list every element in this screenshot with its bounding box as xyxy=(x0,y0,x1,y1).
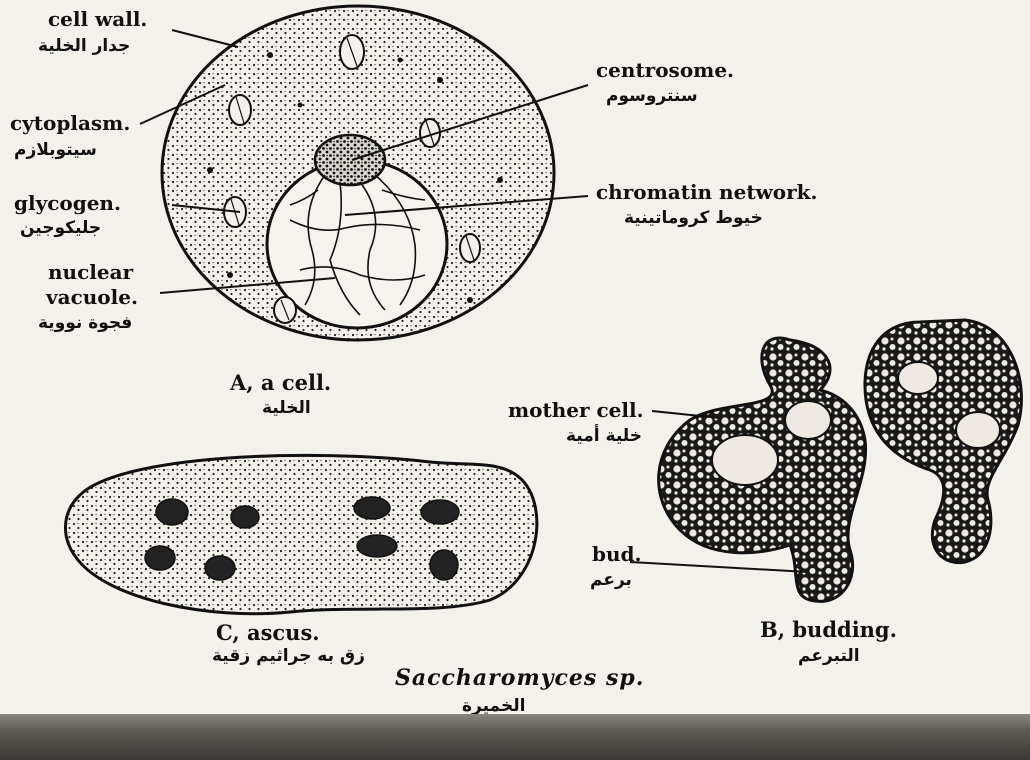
label-mother-cell-ar: خلية أمية xyxy=(566,426,642,446)
figure-title: Saccharomyces sp. xyxy=(395,665,644,691)
caption-b-ar: التبرعم xyxy=(798,646,860,666)
ascus-drawing xyxy=(65,455,536,613)
label-vacuole: vacuole. xyxy=(46,287,138,308)
label-glycogen: glycogen. xyxy=(14,193,121,214)
label-mother-cell: mother cell. xyxy=(508,400,644,421)
label-cytoplasm-ar: سيتوبلازم xyxy=(14,140,97,160)
caption-c: C, ascus. xyxy=(216,620,320,645)
caption-a-ar: الخلية xyxy=(262,398,311,418)
label-chromatin-ar: خيوط كروماتينية xyxy=(624,208,763,228)
label-nuclear: nuclear xyxy=(48,262,133,283)
label-bud: bud. xyxy=(592,544,641,565)
label-cell-wall-ar: جدار الخلية xyxy=(38,36,130,56)
label-cell-wall: cell wall. xyxy=(48,9,147,30)
caption-c-ar: زق به جراثيم زقية xyxy=(212,646,365,666)
label-cytoplasm: cytoplasm. xyxy=(10,113,130,134)
label-glycogen-ar: جليكوجين xyxy=(20,218,101,238)
label-bud-ar: برعم xyxy=(590,570,632,590)
figure-title-ar: الخميرة xyxy=(462,696,525,716)
cell-a-drawing xyxy=(162,6,554,340)
budding-drawing xyxy=(659,320,1022,601)
scan-shadow-band xyxy=(0,714,1030,760)
caption-b: B, budding. xyxy=(760,617,897,642)
caption-a: A, a cell. xyxy=(230,370,331,395)
label-centrosome-ar: سنتروسوم xyxy=(606,86,698,106)
label-nuclear-vacuole-ar: فجوة نووية xyxy=(38,313,132,333)
label-chromatin: chromatin network. xyxy=(596,182,817,203)
label-centrosome: centrosome. xyxy=(596,60,734,81)
